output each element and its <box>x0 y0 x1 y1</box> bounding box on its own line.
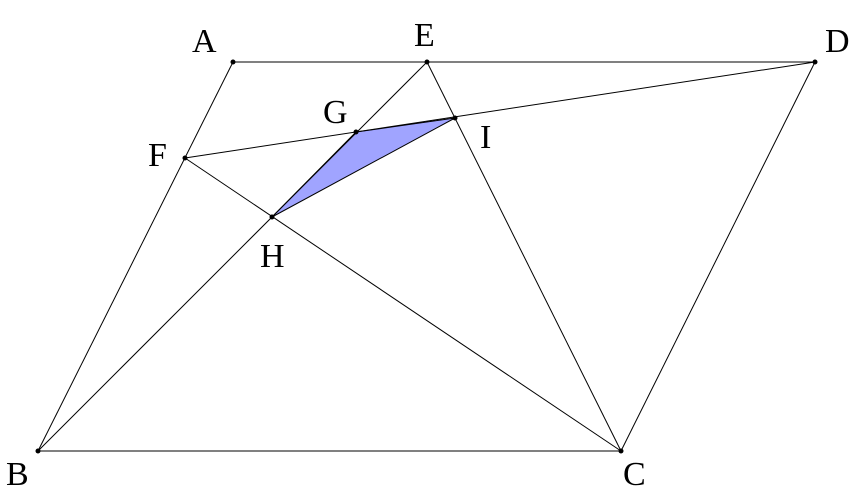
point-A <box>230 59 236 65</box>
label-B: B <box>6 456 29 493</box>
label-G: G <box>323 94 348 131</box>
point-F <box>182 155 188 161</box>
label-I: I <box>480 119 491 156</box>
label-F: F <box>148 137 167 174</box>
segment-AB <box>37 61 234 452</box>
label-E: E <box>414 17 435 54</box>
point-I <box>452 115 458 121</box>
segment-FC <box>184 157 622 452</box>
segment-EC <box>426 61 622 452</box>
segment-EB <box>37 61 428 452</box>
point-B <box>35 448 41 454</box>
segment-FD <box>184 61 816 159</box>
segment-CD <box>620 61 816 452</box>
point-D <box>812 59 818 65</box>
point-G <box>353 129 359 135</box>
label-H: H <box>260 238 285 275</box>
point-C <box>618 448 624 454</box>
label-D: D <box>825 23 850 60</box>
point-H <box>269 214 275 220</box>
label-A: A <box>192 23 217 60</box>
shaded-triangle-GHI <box>271 117 456 218</box>
label-C: C <box>623 456 646 493</box>
point-E <box>424 59 430 65</box>
